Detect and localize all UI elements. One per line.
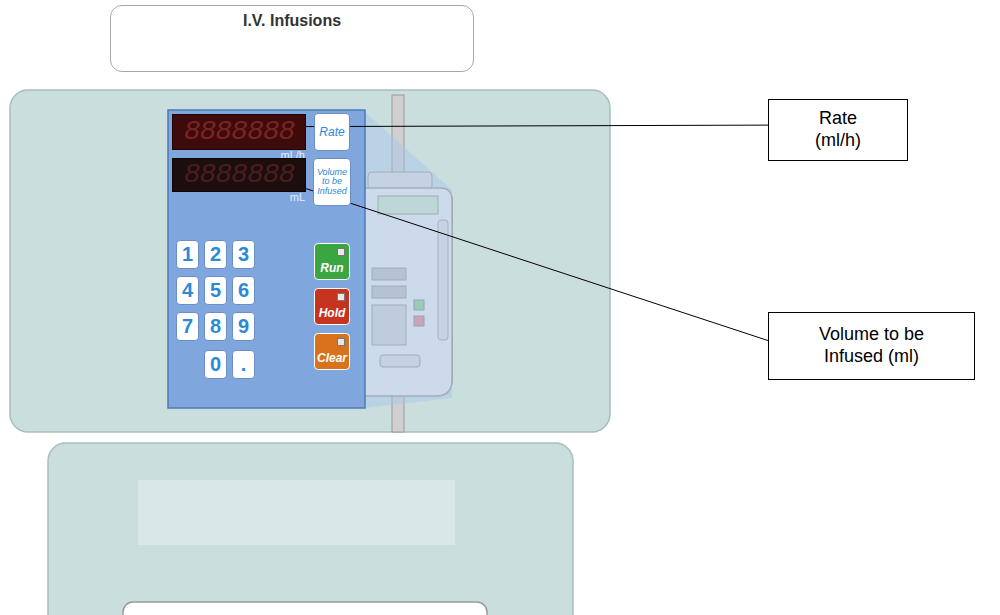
digit-key: 9	[232, 312, 255, 341]
digit-key: .	[232, 350, 255, 379]
node-label: Volume to be Infused (ml)	[813, 324, 931, 367]
function-button: Rate	[314, 113, 350, 151]
leader-line	[306, 189, 768, 341]
lower-inset	[138, 480, 455, 545]
function-button: Volume to be Infused	[313, 158, 351, 206]
node-label: 5	[210, 279, 221, 302]
node-label: Rate (ml/h)	[802, 108, 874, 151]
node-label: Run	[320, 261, 343, 275]
digit-key: 3	[232, 240, 255, 269]
node-label: 0	[210, 353, 221, 376]
node-label: 8	[210, 315, 221, 338]
lower-tab	[123, 602, 487, 615]
node-label: 1	[182, 243, 193, 266]
lower-panel	[48, 443, 573, 615]
digit-key: 5	[204, 276, 227, 305]
callout-box: Volume to be Infused (ml)	[768, 312, 975, 380]
node-label: .	[241, 353, 247, 376]
hold-button: Hold	[314, 288, 350, 325]
title-box: I.V. Infusions	[110, 5, 474, 72]
node-label: 6	[238, 279, 249, 302]
digit-key: 0	[204, 350, 227, 379]
keypad-panel	[168, 110, 365, 408]
main-panel	[10, 90, 610, 432]
node-label: 2	[210, 243, 221, 266]
digit-key: 7	[176, 312, 199, 341]
node-label: Clear	[317, 351, 347, 365]
indicator-light	[337, 248, 345, 256]
node-label: Rate	[319, 126, 344, 139]
digit-key: 8	[204, 312, 227, 341]
leader-line	[306, 125, 768, 126]
digit-key: 1	[176, 240, 199, 269]
digit-key: 2	[204, 240, 227, 269]
clear-button: Clear	[314, 333, 350, 370]
node-label: 7	[182, 315, 193, 338]
indicator-light	[337, 338, 345, 346]
node-label: 9	[238, 315, 249, 338]
rate-display: 8888888mL/h	[172, 114, 306, 150]
digit-key: 4	[176, 276, 199, 305]
callout-box: Rate (ml/h)	[768, 99, 908, 160]
node-label: Volume to be Infused	[316, 168, 348, 196]
node-label: 3	[238, 243, 249, 266]
segment-readout: 8888888	[184, 118, 295, 146]
digit-key: 6	[232, 276, 255, 305]
node-label: 4	[182, 279, 193, 302]
run-button: Run	[314, 243, 350, 280]
segment-readout: 8888888	[184, 161, 295, 189]
node-label: I.V. Infusions	[243, 12, 341, 30]
volume-display: 8888888mL	[172, 158, 306, 192]
unit-label: mL	[290, 191, 305, 203]
indicator-light	[337, 293, 345, 301]
node-label: Hold	[319, 306, 346, 320]
